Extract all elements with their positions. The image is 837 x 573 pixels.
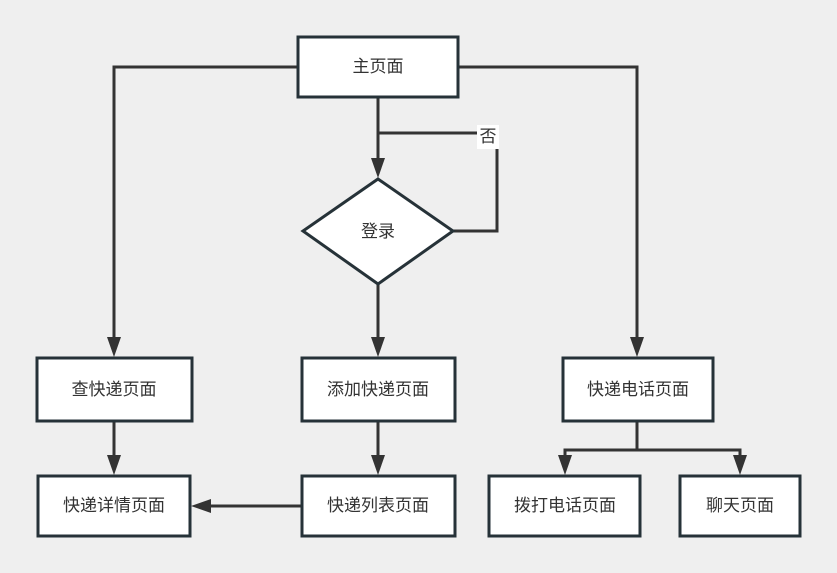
node-detail[interactable]: 快递详情页面 bbox=[36, 474, 192, 538]
node-phone[interactable]: 快递电话页面 bbox=[561, 356, 715, 423]
node-search[interactable]: 查快递页面 bbox=[35, 356, 194, 423]
node-login-label: 登录 bbox=[361, 222, 395, 242]
edge-phone-to-call bbox=[563, 448, 637, 463]
arrowhead-main-to-phone bbox=[630, 337, 644, 357]
edge-label-no-bg bbox=[477, 125, 499, 149]
node-list-label: 快递列表页面 bbox=[327, 496, 429, 516]
arrowhead-main-to-login bbox=[371, 158, 385, 178]
node-call-label: 拨打电话页面 bbox=[514, 496, 616, 516]
node-detail-label: 快递详情页面 bbox=[63, 496, 165, 516]
arrowhead-list-to-detail bbox=[191, 499, 211, 513]
arrowhead-search-to-detail bbox=[107, 455, 121, 475]
node-call[interactable]: 拨打电话页面 bbox=[487, 474, 642, 538]
edge-label-no: 否 bbox=[477, 125, 499, 149]
node-login-decision[interactable]: 登录 bbox=[300, 177, 456, 286]
edge-label-no-text: 否 bbox=[480, 127, 497, 147]
edge-phone-to-chat bbox=[637, 448, 742, 463]
arrowhead-main-to-search bbox=[107, 337, 121, 357]
node-phone-label: 快递电话页面 bbox=[587, 380, 689, 400]
edge-login-no-loop bbox=[378, 131, 499, 233]
arrowhead-phone-to-call bbox=[558, 455, 572, 475]
arrowhead-login-to-add bbox=[371, 337, 385, 357]
edges bbox=[107, 65, 747, 513]
arrowhead-add-to-list bbox=[371, 455, 385, 475]
node-list[interactable]: 快递列表页面 bbox=[300, 474, 457, 538]
edge-main-to-phone bbox=[458, 65, 639, 345]
node-search-label: 查快递页面 bbox=[72, 380, 157, 400]
edge-main-to-search bbox=[112, 65, 298, 345]
node-chat[interactable]: 聊天页面 bbox=[678, 474, 802, 538]
node-add[interactable]: 添加快递页面 bbox=[300, 356, 457, 423]
arrowhead-phone-to-chat bbox=[733, 455, 747, 475]
node-main[interactable]: 主页面 bbox=[296, 35, 460, 99]
node-main-label: 主页面 bbox=[353, 57, 404, 77]
node-chat-label: 聊天页面 bbox=[706, 496, 774, 516]
node-add-label: 添加快递页面 bbox=[327, 380, 429, 400]
